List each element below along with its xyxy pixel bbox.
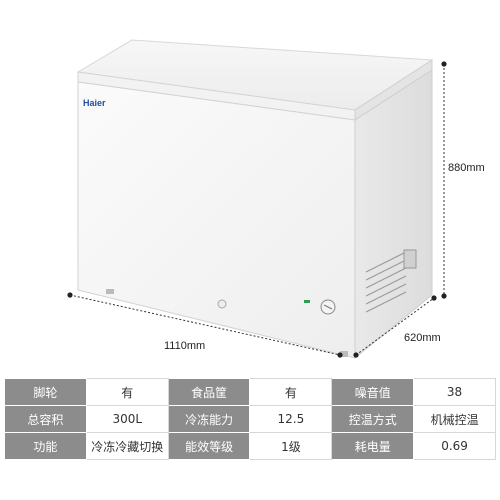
spec-value: 0.69: [413, 432, 496, 460]
indicator-light: [304, 300, 310, 303]
spec-value: 38: [413, 378, 496, 406]
spec-row: 脚轮 有 食品筐 有 噪音值 38: [4, 378, 496, 406]
brand-logo: Haier: [83, 98, 106, 108]
spec-label: 脚轮: [4, 378, 87, 406]
cabinet-side: [354, 69, 433, 360]
spec-value: 有: [85, 378, 169, 406]
chest-freezer-illustration: Haier: [67, 39, 447, 360]
depth-label: 620mm: [404, 332, 441, 344]
spec-row: 功能 冷冻冷藏切换 能效等级 1级 耗电量 0.69: [4, 432, 496, 460]
spec-label: 食品筐: [167, 378, 251, 406]
product-figure: Haier 880mm 1110mm 620mm: [67, 39, 485, 360]
spec-value: 冷冻冷藏切换: [85, 432, 169, 460]
spec-value: 1级: [249, 432, 333, 460]
foot-left: [106, 289, 114, 294]
keyhole-icon: [217, 299, 227, 309]
spec-row: 总容积 300L 冷冻能力 12.5 控温方式 机械控温: [4, 405, 496, 433]
depth-dimension-line: [355, 297, 435, 356]
width-label: 1110mm: [164, 340, 206, 352]
spec-label: 冷冻能力: [167, 405, 251, 433]
spec-label: 功能: [4, 432, 87, 460]
height-label: 880mm: [448, 162, 485, 174]
power-socket: [403, 249, 417, 269]
spec-table: 脚轮 有 食品筐 有 噪音值 38 总容积 300L 冷冻能力 12.5 控温方…: [4, 378, 496, 460]
spec-value: 300L: [85, 405, 169, 433]
spec-label: 噪音值: [331, 378, 415, 406]
spec-label: 能效等级: [167, 432, 251, 460]
spec-value: 有: [249, 378, 333, 406]
spec-label: 总容积: [4, 405, 87, 433]
spec-label: 耗电量: [331, 432, 415, 460]
spec-value: 12.5: [249, 405, 333, 433]
spec-value: 机械控温: [413, 405, 496, 433]
spec-label: 控温方式: [331, 405, 415, 433]
cabinet-front: [77, 81, 356, 359]
vent-grille: [365, 251, 407, 313]
foot-right: [340, 351, 348, 357]
